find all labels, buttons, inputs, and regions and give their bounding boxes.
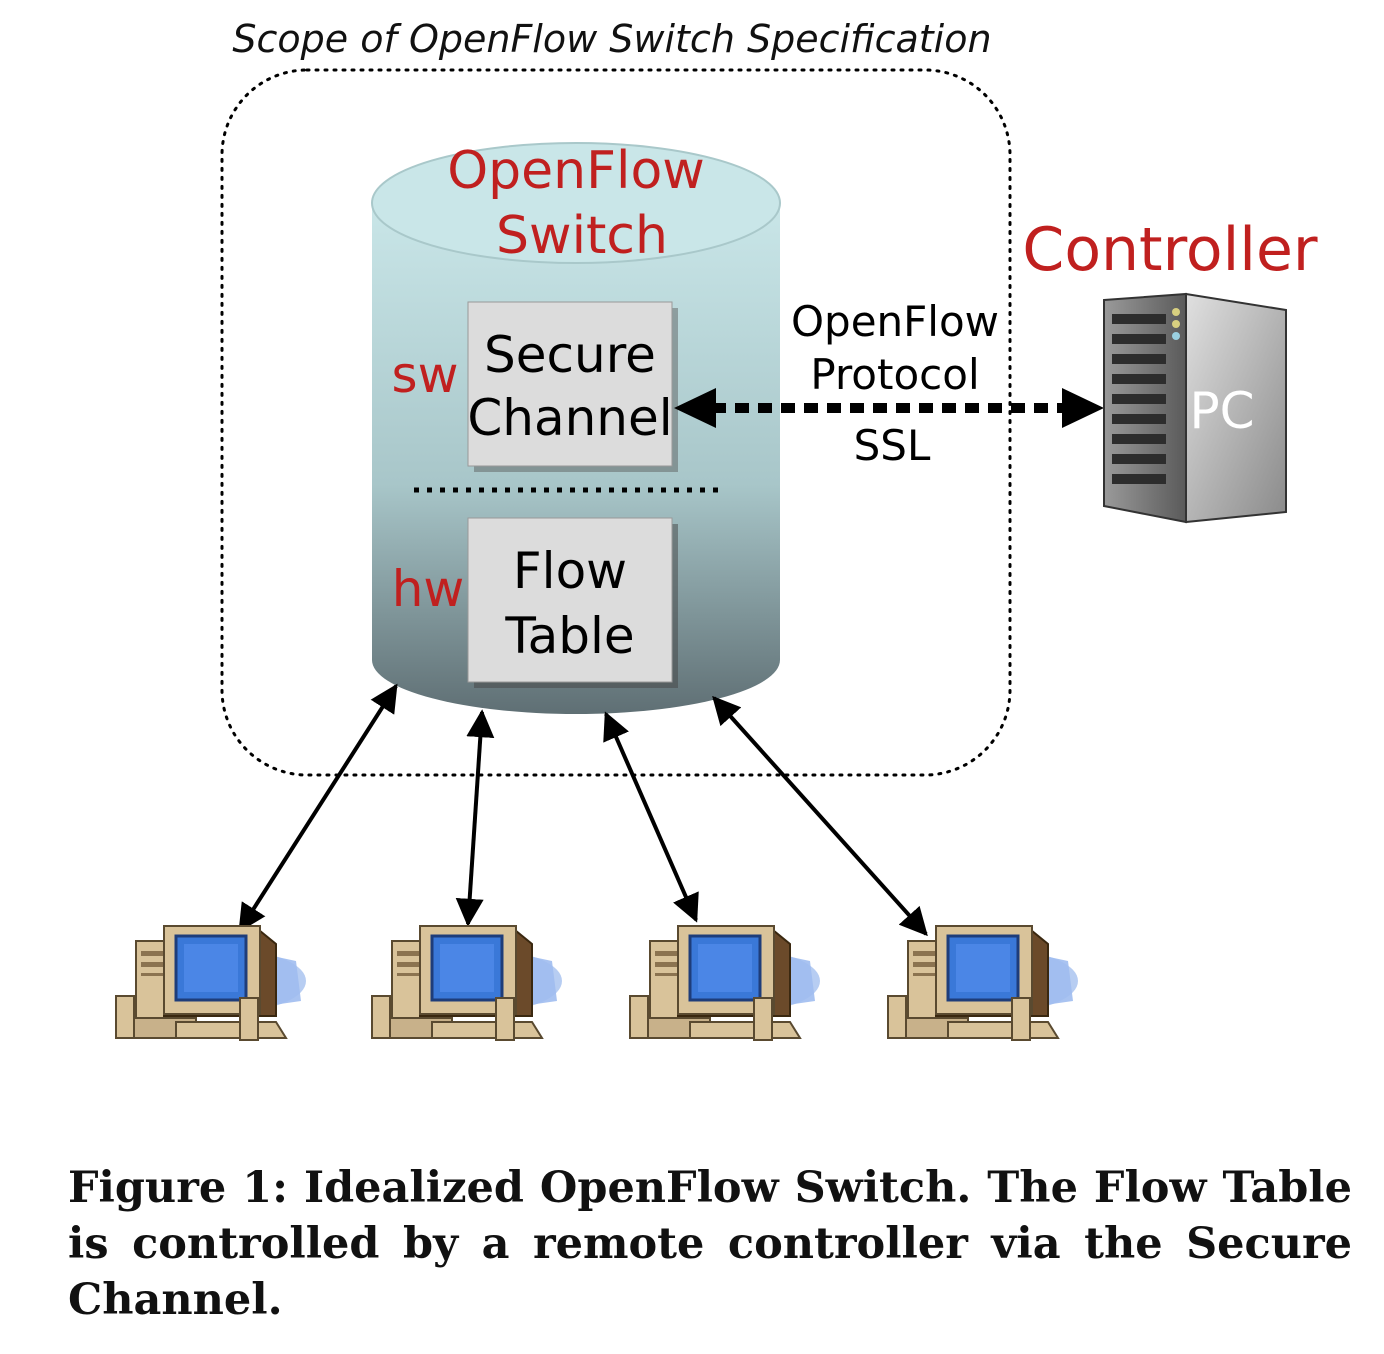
- switch-title-line1: OpenFlow: [447, 141, 705, 201]
- secure-channel-box: [467, 301, 673, 467]
- secure-channel-line1: Secure: [484, 326, 656, 384]
- desktop-computer-icon: [628, 924, 822, 1042]
- link-label-line3: SSL: [854, 421, 931, 470]
- scope-label: Scope of OpenFlow Switch Specification: [232, 17, 991, 61]
- link-label-line1: OpenFlow: [791, 297, 999, 346]
- desktop-computer-icon: [370, 924, 564, 1042]
- figure-caption: Figure 1: Idealized OpenFlow Switch. The…: [68, 1163, 1352, 1325]
- desktop-computer-icon: [886, 924, 1080, 1042]
- link-arrowhead-right: [1062, 388, 1104, 428]
- host-link-4: [712, 695, 928, 937]
- host-link-1: [238, 683, 398, 933]
- desktop-computer-icon: [114, 924, 308, 1042]
- flow-table-line2: Table: [504, 607, 634, 665]
- hw-layer-label: hw: [392, 560, 465, 618]
- flow-table-box: [467, 517, 673, 683]
- link-label-line2: Protocol: [810, 350, 979, 399]
- controller-server-icon: [1103, 292, 1287, 524]
- link-arrowhead-left: [674, 388, 716, 428]
- flow-table-line1: Flow: [513, 542, 627, 600]
- sw-layer-label: sw: [392, 346, 459, 404]
- host-link-2: [455, 709, 495, 927]
- controller-title: Controller: [1022, 215, 1317, 285]
- host-link-3: [603, 711, 699, 923]
- secure-channel-line2: Channel: [467, 389, 672, 447]
- switch-title-line2: Switch: [496, 206, 668, 266]
- controller-pc-label: PC: [1189, 382, 1254, 440]
